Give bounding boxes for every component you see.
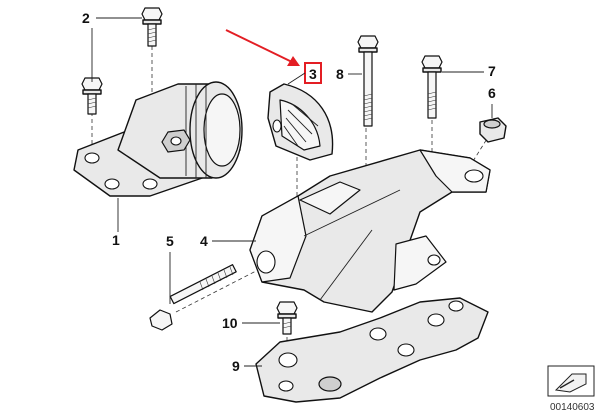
heat-shield-part-3 [267,83,334,161]
callout-number: 9 [232,358,240,374]
diagram-number: 00140603 [550,402,595,413]
callout-number: 7 [488,63,496,79]
callout-number: 4 [200,233,208,249]
bolt-part-7 [421,55,443,119]
folded-corner-icon [554,373,587,393]
callout-number: 2 [82,10,90,26]
diagram-reference-box: 00140603 [547,365,595,413]
callout-number: 5 [166,233,174,249]
lower-plate-part-9 [255,297,489,403]
callout-number: 8 [336,66,344,82]
callout-4: 4 [200,233,256,249]
callout-number: 1 [112,232,120,248]
callout-10: 10 [222,315,280,331]
callout-2: 2 [82,10,142,82]
bolt-part-2-second [81,77,103,115]
callout-1: 1 [112,198,120,248]
callout-7: 7 [442,63,496,79]
callout-5: 5 [166,233,174,304]
engine-mount-part-1 [73,81,243,197]
red-pointer-arrow-icon [225,29,300,66]
callout-number: 6 [488,85,496,101]
nut-part-6 [479,117,507,143]
bolt-part-2 [141,7,163,47]
callout-number: 3 [309,66,317,82]
callout-9: 9 [232,358,262,374]
callout-8: 8 [336,66,362,82]
callout-number: 10 [222,315,238,331]
bolt-part-10 [276,301,298,335]
bolt-part-8 [357,35,379,127]
support-bracket-part-4 [249,149,491,313]
callout-6: 6 [488,85,496,118]
callout-3: 3 [287,62,322,85]
bolt-part-5 [149,264,237,331]
